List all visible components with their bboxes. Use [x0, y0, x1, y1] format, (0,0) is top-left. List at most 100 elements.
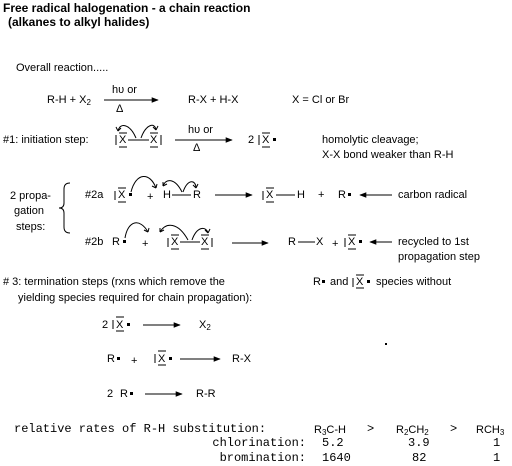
rates-row-bromination-v1: 1640: [322, 451, 351, 465]
step2b-plus2: +: [332, 238, 339, 250]
radical-dot: [169, 357, 172, 360]
step2b-plus: +: [142, 238, 149, 250]
rates-label: relative rates of R-H substitution:: [14, 422, 267, 436]
fishhook-arrowhead: [159, 228, 165, 233]
step2b-note1: recycled to 1st: [398, 236, 469, 248]
step2a-product-r: R: [338, 189, 346, 201]
fishhook-arrow: [130, 176, 157, 193]
step2b-r: R: [112, 236, 120, 248]
initiation-conditions-bottom: Δ: [193, 142, 201, 154]
step2a-label: #2a: [85, 189, 104, 201]
term-eq3-product: R-R: [196, 388, 216, 400]
rates-row-chlorination-v1: 5.2: [322, 436, 344, 450]
fishhook-arrowhead: [115, 126, 122, 132]
fishhook-arrowhead: [143, 227, 150, 233]
term-eq2-x: X: [158, 353, 166, 365]
radical-dot: [322, 280, 325, 283]
term-eq2-product: R-X: [232, 353, 251, 365]
initiation-note2: X-X bond weaker than R-H: [322, 149, 454, 161]
term-eq1-product: X2: [199, 319, 211, 332]
radical-dot: [367, 280, 370, 283]
rates-row-bromination-name: bromination:: [219, 451, 306, 465]
fishhook-arrow: [124, 222, 149, 239]
radical-dot: [130, 392, 133, 395]
term-eq3-coef: 2: [107, 388, 114, 400]
overall-note: X = Cl or Br: [292, 94, 350, 106]
page-title: Free radical halogenation - a chain reac…: [3, 1, 251, 15]
radical-dot: [117, 357, 120, 360]
step2a-plus: +: [147, 191, 154, 203]
radical-dot: [123, 240, 126, 243]
step2b-label: #2b: [85, 236, 104, 248]
fishhook-arrowhead: [192, 183, 199, 189]
step2a-r: R: [193, 189, 201, 201]
term-eq1-coef: 2: [102, 319, 109, 331]
step2b-product-x: X: [316, 236, 324, 248]
fishhook-arrowhead: [152, 125, 159, 131]
radical-dot: [359, 240, 362, 243]
overall-reactant: R-H + X2: [47, 94, 91, 107]
fishhook-arrowhead: [204, 228, 211, 234]
term-eq3-r: R: [120, 388, 128, 400]
step2b-x2: X: [201, 236, 209, 248]
termination-line2: yielding species required for chain prop…: [18, 292, 253, 304]
step2b-product-r: R: [288, 236, 296, 248]
overall-conditions-top: hυ or: [112, 84, 137, 96]
rates-row-bromination-v2: 82: [412, 451, 427, 465]
rates-gt2: >: [450, 422, 458, 436]
fishhook-arrow: [117, 125, 137, 139]
rates-row-bromination-v3: 1: [493, 451, 501, 465]
rates-col2-header: R2CH2: [396, 424, 429, 437]
rates-row-chlorination-name: chlorination:: [212, 436, 306, 450]
initiation-x1: X: [119, 134, 127, 146]
rates-gt1: >: [367, 422, 375, 436]
fishhook-arrow: [159, 224, 189, 241]
step2b-x1: X: [171, 236, 179, 248]
initiation-x2: X: [150, 134, 158, 146]
radical-dot: [129, 193, 132, 196]
termination-line1-r: R: [313, 276, 321, 288]
rates-row-chlorination-v2: 3.9: [408, 436, 430, 450]
step2a-note: carbon radical: [398, 189, 468, 201]
rates-col1-header: R3C-H: [314, 424, 346, 437]
initiation-conditions-top: hυ or: [188, 124, 213, 136]
overall-products: R-X + H-X: [188, 94, 239, 106]
fishhook-arrow: [182, 181, 197, 193]
propagation-group-line3: steps:: [16, 221, 46, 233]
term-eq2-plus: +: [131, 355, 138, 367]
step2b-note2: propagation step: [398, 251, 480, 263]
term-eq2-r: R: [107, 353, 115, 365]
step2a-product-x: X: [266, 189, 274, 201]
initiation-note1: homolytic cleavage;: [322, 134, 419, 146]
step2a-h: H: [163, 189, 171, 201]
termination-line1-and: and: [330, 276, 349, 288]
radical-dot: [127, 323, 130, 326]
fishhook-arrow: [162, 180, 183, 193]
termination-line1: # 3: termination steps (rxns which remov…: [3, 276, 225, 288]
fishhook-arrowhead: [151, 183, 158, 189]
overall-conditions-bottom: Δ: [116, 103, 124, 115]
fishhook-arrow: [191, 227, 209, 241]
initiation-label: #1: initiation step:: [3, 134, 89, 146]
rates-row-chlorination-v3: 1: [493, 436, 501, 450]
termination-line1-post: species without: [376, 276, 452, 288]
term-eq1-x: X: [116, 319, 124, 331]
propagation-group-line2: gation: [14, 205, 44, 217]
step2a-x: X: [118, 189, 126, 201]
propagation-group-line1: 2 propa-: [10, 190, 51, 202]
propagation-brace: [58, 182, 71, 234]
termination-line1-x: X: [356, 276, 364, 288]
step2a-product-h: H: [297, 189, 305, 201]
step2b-product-xr: X: [348, 236, 356, 248]
radical-dot: [348, 193, 351, 196]
overall-heading: Overall reaction.....: [16, 62, 109, 74]
initiation-product-coef: 2: [248, 134, 255, 146]
fishhook-arrow: [140, 124, 157, 139]
rates-col3-header: RCH3: [476, 424, 505, 437]
fishhook-arrowhead: [162, 182, 168, 187]
step2a-plus2: +: [318, 189, 325, 201]
page-subtitle: (alkanes to alkyl halides): [8, 15, 150, 29]
radical-dot: [273, 138, 276, 141]
stray-dot: [385, 343, 387, 345]
